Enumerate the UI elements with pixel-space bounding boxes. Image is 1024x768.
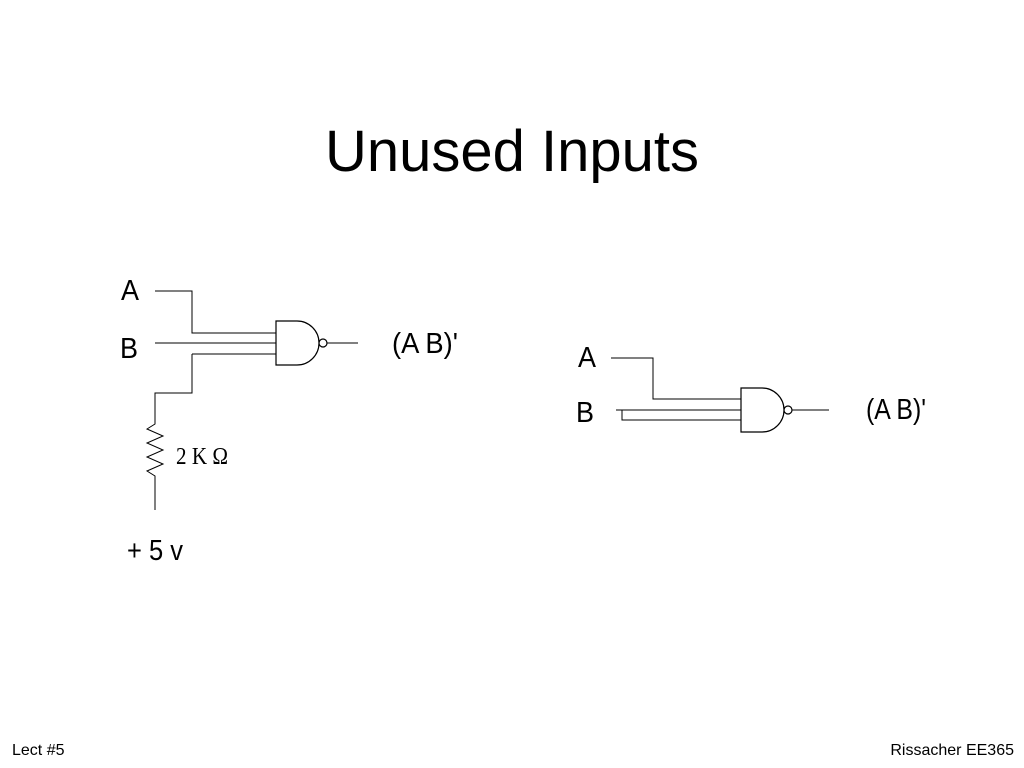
pullup-wire-a — [155, 290, 276, 334]
pullup-circuit: A B 2 K Ω + 5 v (A B)' — [120, 275, 458, 567]
tied-wire-unused — [621, 410, 741, 421]
pullup-wire-unused — [154, 353, 276, 410]
slide-title: Unused Inputs — [324, 119, 700, 184]
tied-input-b-label: B — [576, 397, 594, 429]
pullup-input-b-label: B — [120, 333, 138, 365]
tied-wire-a — [611, 357, 741, 400]
tied-nand-gate — [740, 387, 785, 433]
pullup-output-label: (A B)' — [392, 328, 458, 360]
footer-course: Rissacher EE365 — [890, 742, 1014, 759]
tied-nand-bubble — [783, 405, 793, 415]
footer-lecture: Lect #5 — [12, 742, 65, 759]
supply-label: + 5 v — [127, 535, 183, 567]
tied-output-label: (A B)' — [866, 394, 926, 426]
pullup-nand-gate — [275, 320, 320, 366]
tied-circuit: A B (A B)' — [576, 342, 926, 433]
pullup-nand-bubble — [318, 338, 328, 348]
tied-input-a-label: A — [578, 342, 597, 374]
resistor-symbol — [145, 410, 165, 510]
resistor-value-label: 2 K Ω — [176, 444, 228, 470]
pullup-input-a-label: A — [121, 275, 140, 307]
